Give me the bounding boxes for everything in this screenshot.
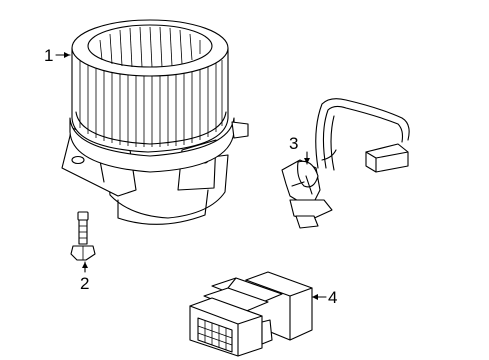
callout-label-2: 2 — [80, 274, 89, 293]
wheel-inner-blades — [99, 26, 201, 68]
blower-motor-assembly — [61, 19, 249, 225]
callout-3: 3 — [289, 134, 310, 165]
callout-1: 1 — [44, 46, 71, 65]
callout-2: 2 — [80, 261, 89, 293]
connector-grille — [197, 320, 233, 350]
leader-arrow-3 — [304, 158, 310, 164]
callout-label-3: 3 — [289, 134, 298, 153]
leader-arrow-1 — [64, 52, 70, 58]
callout-4: 4 — [311, 288, 337, 307]
wheel-ribs — [79, 60, 223, 147]
callout-label-4: 4 — [328, 288, 337, 307]
callout-label-1: 1 — [44, 46, 53, 65]
leader-arrow-4 — [312, 294, 318, 300]
resistor-harness — [281, 98, 410, 229]
leader-arrow-2 — [82, 262, 88, 268]
control-module — [189, 271, 313, 357]
screw — [70, 211, 96, 261]
